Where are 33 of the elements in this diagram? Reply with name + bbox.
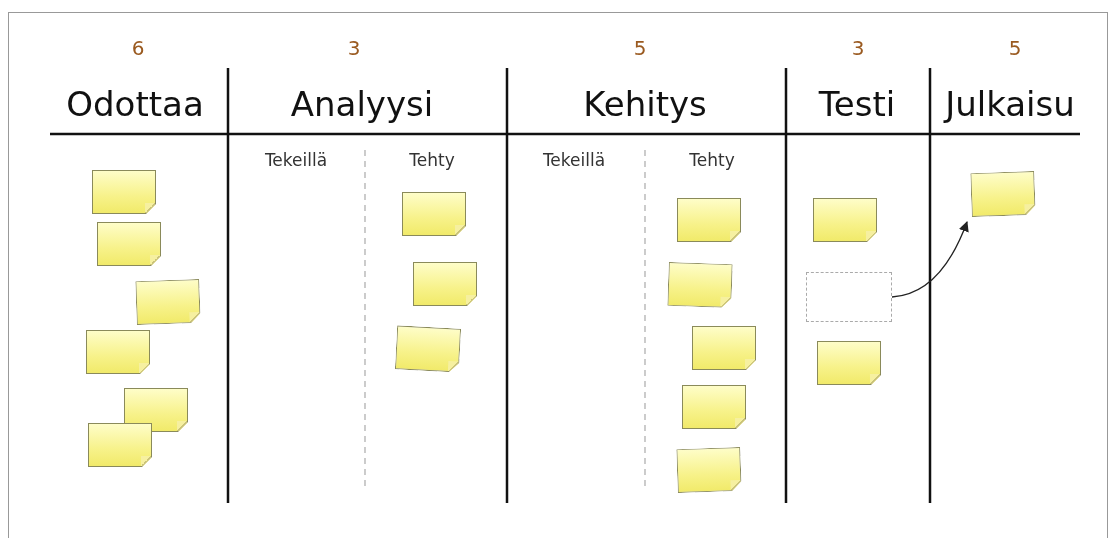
sticky-note xyxy=(676,446,742,494)
column-heading: Odottaa xyxy=(66,84,204,124)
sticky-note xyxy=(394,325,462,373)
sticky-note xyxy=(88,423,152,467)
sticky-note xyxy=(135,278,201,326)
subcolumn-heading: Tehty xyxy=(689,150,735,170)
arrow xyxy=(891,221,969,298)
wip-limit: 5 xyxy=(1008,36,1022,60)
sticky-note xyxy=(677,198,741,242)
subcolumn-heading: Tehty xyxy=(409,150,455,170)
column-heading: Kehitys xyxy=(583,84,707,124)
subcolumn-heading: Tekeillä xyxy=(542,150,606,170)
sticky-note xyxy=(667,261,733,309)
subcolumn-heading: Tekeillä xyxy=(264,150,328,170)
wip-limit: 3 xyxy=(851,36,865,60)
sticky-note xyxy=(970,170,1036,218)
wip-limit: 6 xyxy=(131,36,145,60)
sticky-note xyxy=(817,341,881,385)
column-heading: Julkaisu xyxy=(945,84,1075,124)
column-heading: Testi xyxy=(818,84,896,124)
sticky-note xyxy=(813,198,877,242)
sticky-note xyxy=(86,330,150,374)
column-heading: Analyysi xyxy=(290,84,434,124)
wip-limit: 5 xyxy=(633,36,647,60)
sticky-note xyxy=(682,385,746,429)
sticky-note xyxy=(124,388,188,432)
sticky-note xyxy=(413,262,477,306)
sticky-note xyxy=(97,222,161,266)
sticky-note xyxy=(402,192,466,236)
sticky-note xyxy=(92,170,156,214)
placeholder-box xyxy=(806,272,892,322)
sticky-note xyxy=(692,326,756,370)
wip-limit: 3 xyxy=(347,36,361,60)
